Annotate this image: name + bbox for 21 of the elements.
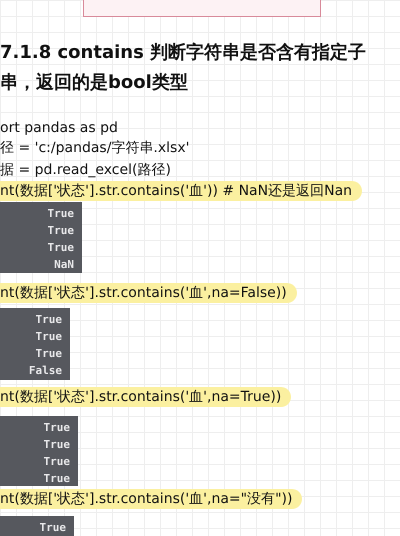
output-panel	[0, 202, 82, 273]
output-value: False	[28, 363, 62, 379]
output-value: True	[34, 346, 62, 362]
note-box	[83, 0, 321, 17]
output-value: True	[42, 454, 70, 470]
output-panel	[0, 308, 70, 380]
code-line: 据 = pd.read_excel(路径)	[0, 161, 171, 180]
code-line: ort pandas as pd	[0, 119, 118, 138]
heading: 7.1.8 contains 判断字符串是否含有指定子串，返回的是bool类型	[0, 41, 368, 95]
output-value: True	[42, 437, 70, 453]
output-value: True	[42, 420, 70, 436]
output-panel	[0, 416, 78, 486]
output-value: True	[38, 520, 66, 536]
output-value: True	[46, 240, 74, 256]
output-value: True	[42, 471, 70, 487]
output-value: True	[34, 329, 62, 345]
output-value: True	[34, 312, 62, 328]
output-value: True	[46, 206, 74, 222]
output-value: NaN	[53, 257, 74, 273]
code-line: 径 = 'c:/pandas/字符串.xlsx'	[0, 139, 190, 158]
output-value: True	[46, 223, 74, 239]
